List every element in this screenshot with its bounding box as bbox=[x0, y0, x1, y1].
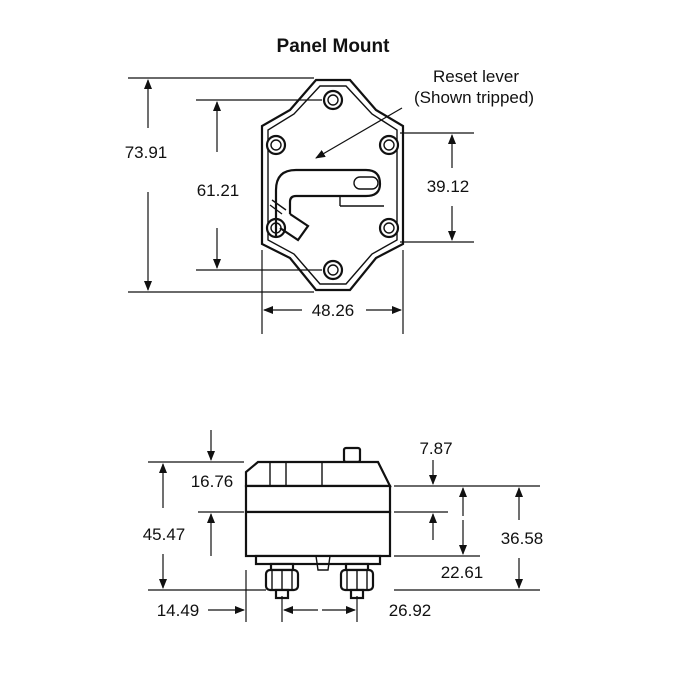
dim-right-height: 36.58 bbox=[501, 529, 544, 548]
reset-button bbox=[342, 446, 362, 464]
page-title: Panel Mount bbox=[277, 36, 391, 57]
dim-button-height: 7.87 bbox=[419, 439, 452, 458]
front-view: Reset lever (Shown tripped) 73.91 61.21 … bbox=[125, 67, 534, 334]
dim-stud-offset: 14.49 bbox=[157, 601, 200, 620]
dim-side-hole-spacing: 39.12 bbox=[427, 177, 470, 196]
dim-hole-spacing: 61.21 bbox=[197, 181, 240, 200]
reset-lever-icon bbox=[269, 168, 384, 242]
breaker-front-outline bbox=[260, 78, 405, 292]
side-view: 16.76 45.47 14.49 26.92 7.87 22.61 36.58 bbox=[143, 430, 544, 622]
mounting-screw-icon bbox=[265, 89, 400, 281]
callout-line-2: (Shown tripped) bbox=[414, 88, 534, 107]
breaker-flange bbox=[244, 484, 392, 514]
dim-top-offset: 16.76 bbox=[191, 472, 234, 491]
dim-stud-spacing: 26.92 bbox=[389, 601, 432, 620]
dim-overall-height: 73.91 bbox=[125, 143, 168, 162]
breaker-side-upper bbox=[244, 460, 392, 488]
dim-lower-height: 22.61 bbox=[441, 563, 484, 582]
callout-line-1: Reset lever bbox=[433, 67, 519, 86]
terminal-stud-icon bbox=[264, 562, 375, 600]
dim-width: 48.26 bbox=[312, 301, 355, 320]
breaker-side-body bbox=[244, 510, 392, 558]
dim-body-height: 45.47 bbox=[143, 525, 186, 544]
